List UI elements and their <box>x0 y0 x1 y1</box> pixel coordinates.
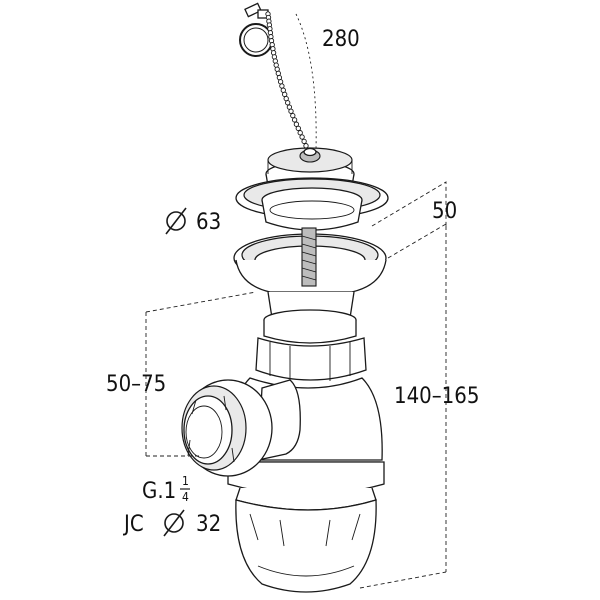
chain-bead <box>275 70 281 77</box>
clamp-nut <box>255 309 367 381</box>
chain-bead <box>288 108 294 114</box>
thread-label: G.1 1 4 <box>142 474 190 504</box>
chain-bead <box>295 125 301 132</box>
chain-bead <box>273 62 279 68</box>
chain-bead <box>301 138 307 145</box>
chain-bead <box>285 100 291 106</box>
inlet-height-label: 50–75 <box>106 372 166 397</box>
joint-diameter-value: 32 <box>196 512 221 537</box>
chain-bead <box>282 91 288 98</box>
plug-height-label: 50 <box>432 199 457 224</box>
chain-bead <box>293 121 300 127</box>
pull-ring <box>239 2 273 57</box>
bottle-bowl <box>235 499 377 593</box>
chain-bead <box>270 50 277 56</box>
chain-bead <box>291 117 298 123</box>
thread-fraction-denominator: 4 <box>182 490 189 504</box>
chain-bead <box>303 143 309 149</box>
total-height-label: 140–165 <box>394 384 479 409</box>
diameter-symbol-icon <box>165 207 187 235</box>
center-screw <box>301 227 317 287</box>
diameter-63-label: 63 <box>165 207 221 235</box>
thread-fraction-numerator: 1 <box>182 474 189 488</box>
chain-bead <box>283 95 289 102</box>
chain-length-label: 280 <box>322 27 360 52</box>
joint-prefix: JC <box>122 512 144 537</box>
thread-value: G.1 <box>142 479 176 504</box>
chain-bead <box>276 74 283 81</box>
upper-flange <box>235 177 389 231</box>
side-outlet <box>181 379 301 477</box>
dimension-lines <box>145 13 447 589</box>
plug-diameter-value: 63 <box>196 210 221 235</box>
chain-bead <box>297 130 303 136</box>
chain-bead <box>280 87 286 93</box>
chain-bead <box>299 134 305 140</box>
joint-label: JC 32 <box>122 509 221 537</box>
chain-bead <box>279 83 285 89</box>
chain-bead <box>290 112 296 119</box>
chain-bead <box>269 42 275 48</box>
diameter-symbol-icon <box>163 509 185 537</box>
chain-bead <box>277 79 284 85</box>
chain-bead <box>286 104 293 110</box>
